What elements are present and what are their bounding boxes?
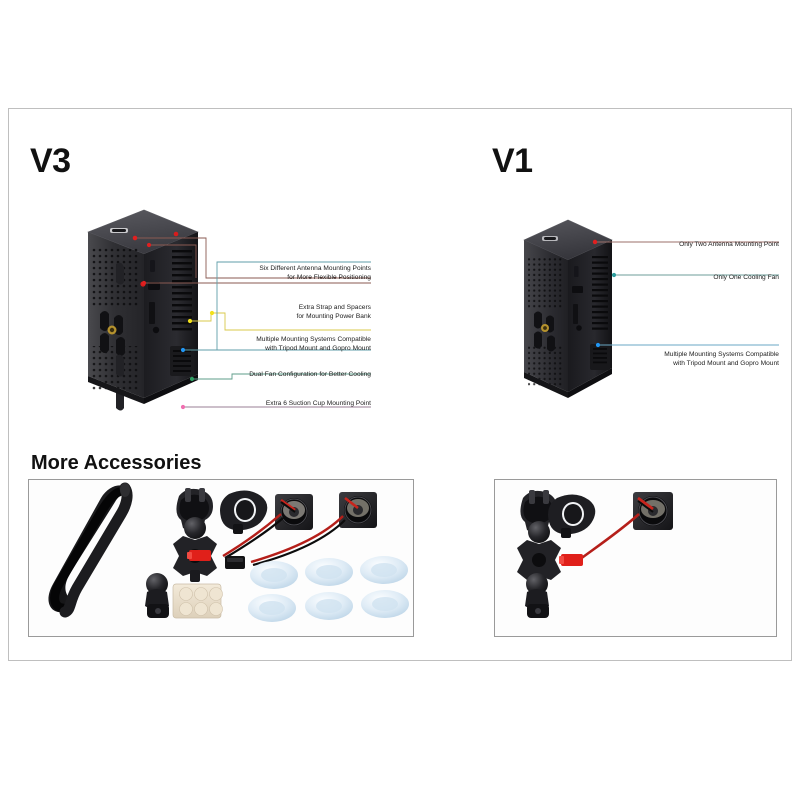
- callout-line-text: for Mounting Power Bank: [296, 313, 371, 321]
- accessories-section-heading: More Accessories: [31, 452, 202, 474]
- device-photo-v1: [522, 216, 614, 412]
- callout-line-text: Dual Fan Configuration for Better Coolin…: [249, 371, 371, 378]
- accessories-photo-panel-v3: [28, 479, 414, 637]
- callout-label-v3-fan: Dual Fan Configuration for Better Coolin…: [211, 370, 371, 379]
- callout-line-text: with Tripod Mount and Gopro Mount: [673, 360, 779, 368]
- accessories-photo-panel-v1: [494, 479, 777, 637]
- ring-clamp-shape: [220, 490, 268, 534]
- ring-clamp-shape: [548, 494, 596, 538]
- callout-line-text: Only One Cooling Fan: [713, 274, 779, 281]
- suction-cups-group: [248, 556, 409, 622]
- rubber-spacer-pad-shape: [172, 583, 223, 619]
- cooling-fan-b-shape: [339, 492, 377, 528]
- callout-line-text: Six Different Antenna Mounting Points: [259, 265, 371, 272]
- jst-connector-cable-shape: [559, 513, 640, 566]
- callout-line-text: Extra Strap and Spacers: [298, 304, 371, 311]
- callout-label-v1-fan: Only One Cooling Fan: [619, 273, 779, 282]
- callout-line-text: for More Flexible Positioning: [287, 274, 371, 282]
- cooling-fan-a-shape: [275, 494, 313, 530]
- callout-line-text: Multiple Mounting Systems Compatible: [256, 336, 371, 343]
- product-title-v1: V1: [492, 142, 533, 180]
- callout-label-v1-antenna: Only Two Antenna Mounting Point: [619, 240, 779, 249]
- callout-label-v3-suction: Extra 6 Suction Cup Mounting Point: [211, 399, 371, 408]
- cooling-fan-a-shape: [633, 492, 673, 530]
- gopro-adapter-base-shape: [517, 540, 561, 580]
- jst-connector-cable-shape: [187, 513, 346, 569]
- clamp-mount-head-shape: [176, 488, 213, 539]
- ball-joint-arm-shape: [525, 573, 549, 618]
- clamp-mount-head-shape: [520, 490, 557, 543]
- product-title-v3: V3: [30, 142, 71, 180]
- velcro-strap-shape: [48, 482, 133, 618]
- device-photo-v3: [86, 206, 200, 420]
- callout-label-v3-antenna: Six Different Antenna Mounting Points fo…: [211, 264, 371, 283]
- callout-line-text: Extra 6 Suction Cup Mounting Point: [265, 400, 371, 407]
- ball-joint-arm-shape: [145, 573, 169, 618]
- callout-line-text: Only Two Antenna Mounting Point: [679, 241, 779, 248]
- callout-line-text: with Tripod Mount and Gopro Mount: [265, 345, 371, 353]
- callout-label-v3-strap: Extra Strap and Spacers for Mounting Pow…: [231, 303, 371, 322]
- callout-label-v3-mounting: Multiple Mounting Systems Compatible wit…: [211, 335, 371, 354]
- callout-label-v1-mounting: Multiple Mounting Systems Compatible wit…: [619, 350, 779, 369]
- callout-line-text: Multiple Mounting Systems Compatible: [664, 351, 779, 358]
